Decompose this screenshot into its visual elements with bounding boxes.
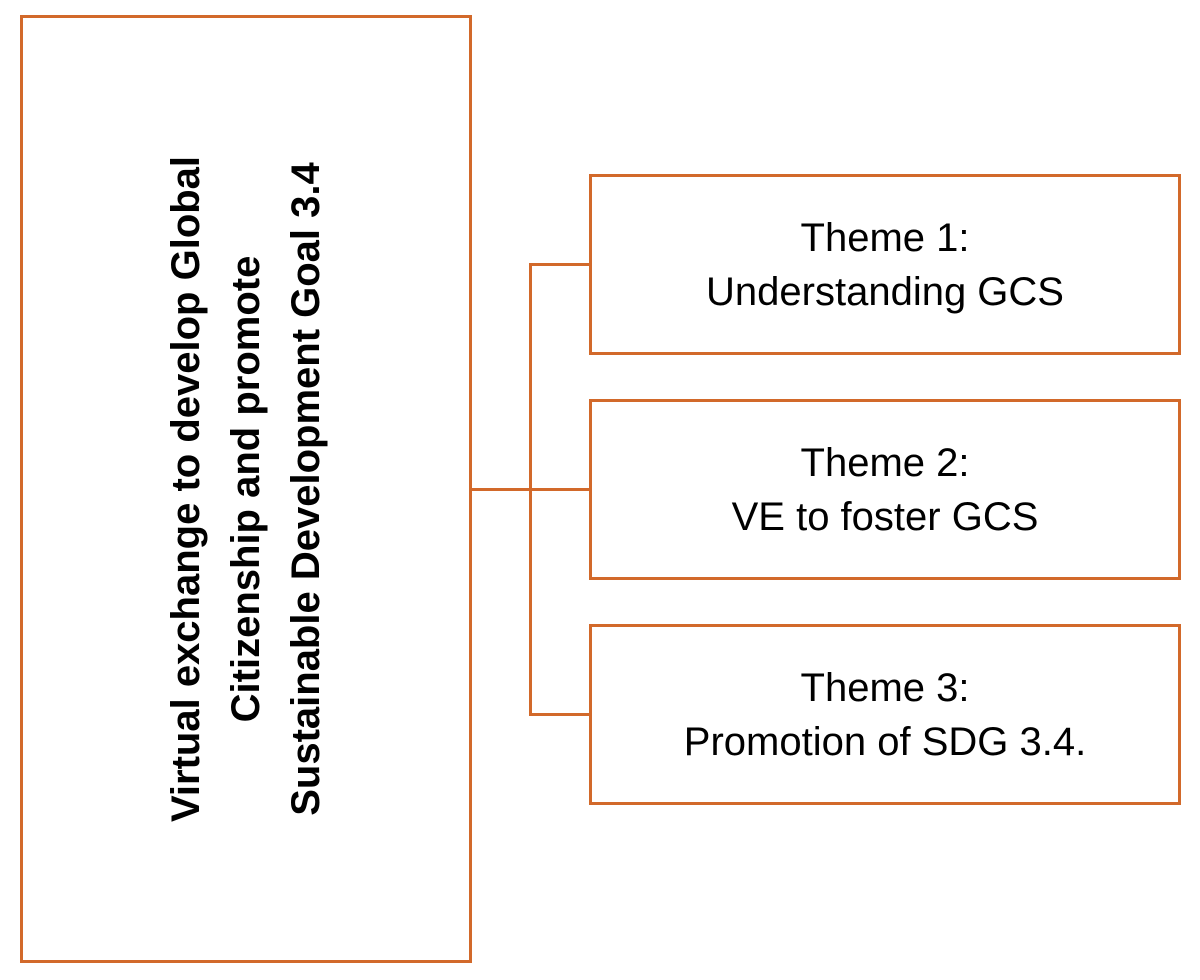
theme-3-subtitle: Promotion of SDG 3.4. <box>683 719 1087 764</box>
main-topic-line-1: Virtual exchange to develop Global <box>164 155 208 823</box>
theme-1-subtitle: Understanding GCS <box>706 269 1064 314</box>
theme-1-title: Theme 1: <box>800 215 970 260</box>
main-topic-label: Virtual exchange to develop Global Citiz… <box>156 39 336 939</box>
main-topic-box: Virtual exchange to develop Global Citiz… <box>20 15 472 963</box>
connector-branch-theme-1 <box>529 263 591 266</box>
theme-2-subtitle: VE to foster GCS <box>731 494 1039 539</box>
main-topic-line-2: Citizenship and promote <box>224 255 268 723</box>
theme-2-title: Theme 2: <box>800 440 970 485</box>
theme-box-1: Theme 1: Understanding GCS <box>589 174 1181 355</box>
connector-vertical-trunk <box>529 263 532 716</box>
main-topic-line-3: Sustainable Development Goal 3.4 <box>284 162 328 816</box>
theme-box-3: Theme 3: Promotion of SDG 3.4. <box>589 624 1181 805</box>
theme-box-2: Theme 2: VE to foster GCS <box>589 399 1181 580</box>
connector-branch-theme-3 <box>529 713 591 716</box>
theme-3-title: Theme 3: <box>800 665 970 710</box>
